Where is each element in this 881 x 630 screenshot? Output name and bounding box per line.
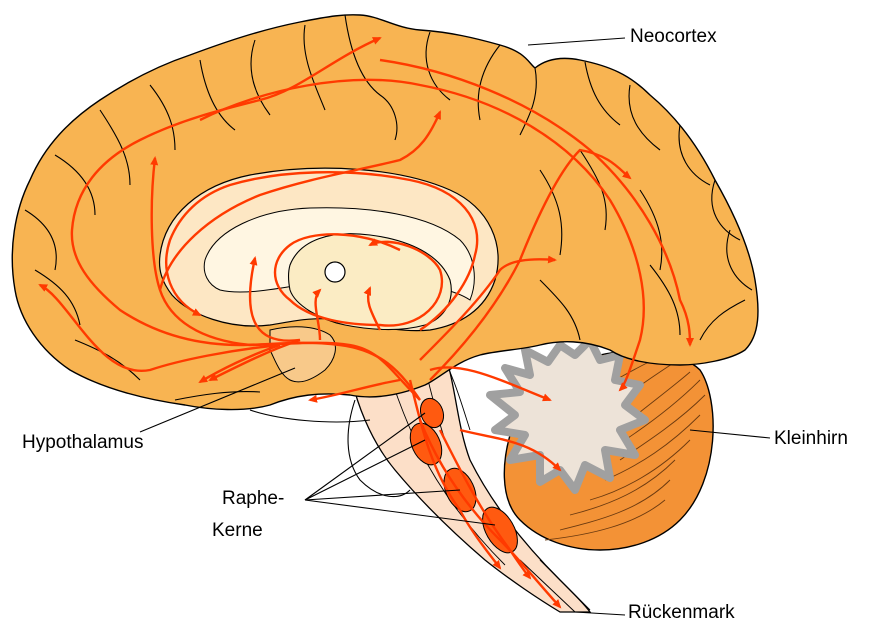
label-rueckenmark: Rückenmark bbox=[628, 602, 735, 624]
label-raphe-line1: Raphe- bbox=[222, 488, 284, 510]
label-raphe-line2: Kerne bbox=[212, 520, 263, 542]
label-kleinhirn: Kleinhirn bbox=[774, 428, 848, 450]
label-neocortex: Neocortex bbox=[630, 26, 717, 48]
neocortex-leader bbox=[528, 38, 625, 45]
label-hypothalamus: Hypothalamus bbox=[22, 432, 143, 454]
rueckenmark-leader bbox=[575, 612, 625, 615]
